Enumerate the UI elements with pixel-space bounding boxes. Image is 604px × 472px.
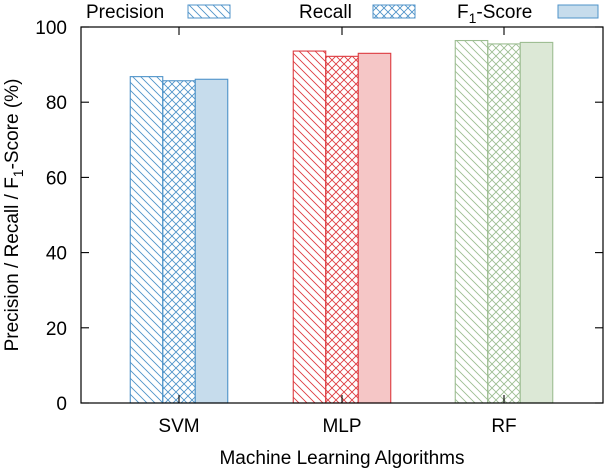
x-axis-title: Machine Learning Algorithms <box>219 448 464 469</box>
y-axis-title-sub: 1 <box>10 169 26 177</box>
y-axis-ticks: 0 20 40 60 80 100 <box>35 18 603 415</box>
bar-mlp-recall <box>325 55 359 404</box>
bar-svm-precision <box>129 76 164 404</box>
legend-swatch-recall <box>372 4 416 19</box>
y-tick-label: 40 <box>46 244 67 265</box>
bar-svm-f1-score <box>194 78 229 404</box>
x-axis-ticks: SVM MLP RF <box>158 27 517 437</box>
bar-rf-recall <box>487 43 521 404</box>
bar-rf-precision <box>454 39 489 404</box>
bar-rf-f1-score <box>519 41 554 404</box>
y-tick-label: 20 <box>46 319 67 340</box>
x-tick-label-mlp: MLP <box>322 416 361 437</box>
y-tick-label: 0 <box>56 394 67 415</box>
legend-label-precision: Precision <box>86 2 164 23</box>
legend-swatch-precision <box>187 4 231 19</box>
y-axis-title: Precision / Recall / F1-Score (%) <box>2 79 26 352</box>
legend-label-f1-sub: 1 <box>469 10 477 26</box>
legend-label-recall-text: Recall <box>299 2 352 23</box>
y-axis-title-rest: -Score (%) <box>2 79 23 170</box>
legend-label-recall: Recall <box>299 2 352 23</box>
y-tick-label: 100 <box>35 18 67 39</box>
x-tick-label-svm: SVM <box>158 416 199 437</box>
y-tick-label: 80 <box>46 93 67 114</box>
x-tick-label-rf: RF <box>491 416 516 437</box>
legend: Precision Recall F1-Score <box>86 2 599 26</box>
bar-mlp-precision <box>292 50 327 404</box>
legend-label-f1-main: F <box>457 2 469 23</box>
legend-label-f1-rest: -Score <box>476 2 532 23</box>
legend-label-f1-score: F1-Score <box>457 2 532 26</box>
bars-group <box>129 39 554 404</box>
bar-svm-recall <box>162 80 196 404</box>
y-tick-label: 60 <box>46 168 67 189</box>
legend-swatch-f1-score <box>557 4 599 19</box>
y-axis-title-main: Precision / Recall / F <box>2 177 23 351</box>
bar-mlp-f1-score <box>357 52 392 404</box>
